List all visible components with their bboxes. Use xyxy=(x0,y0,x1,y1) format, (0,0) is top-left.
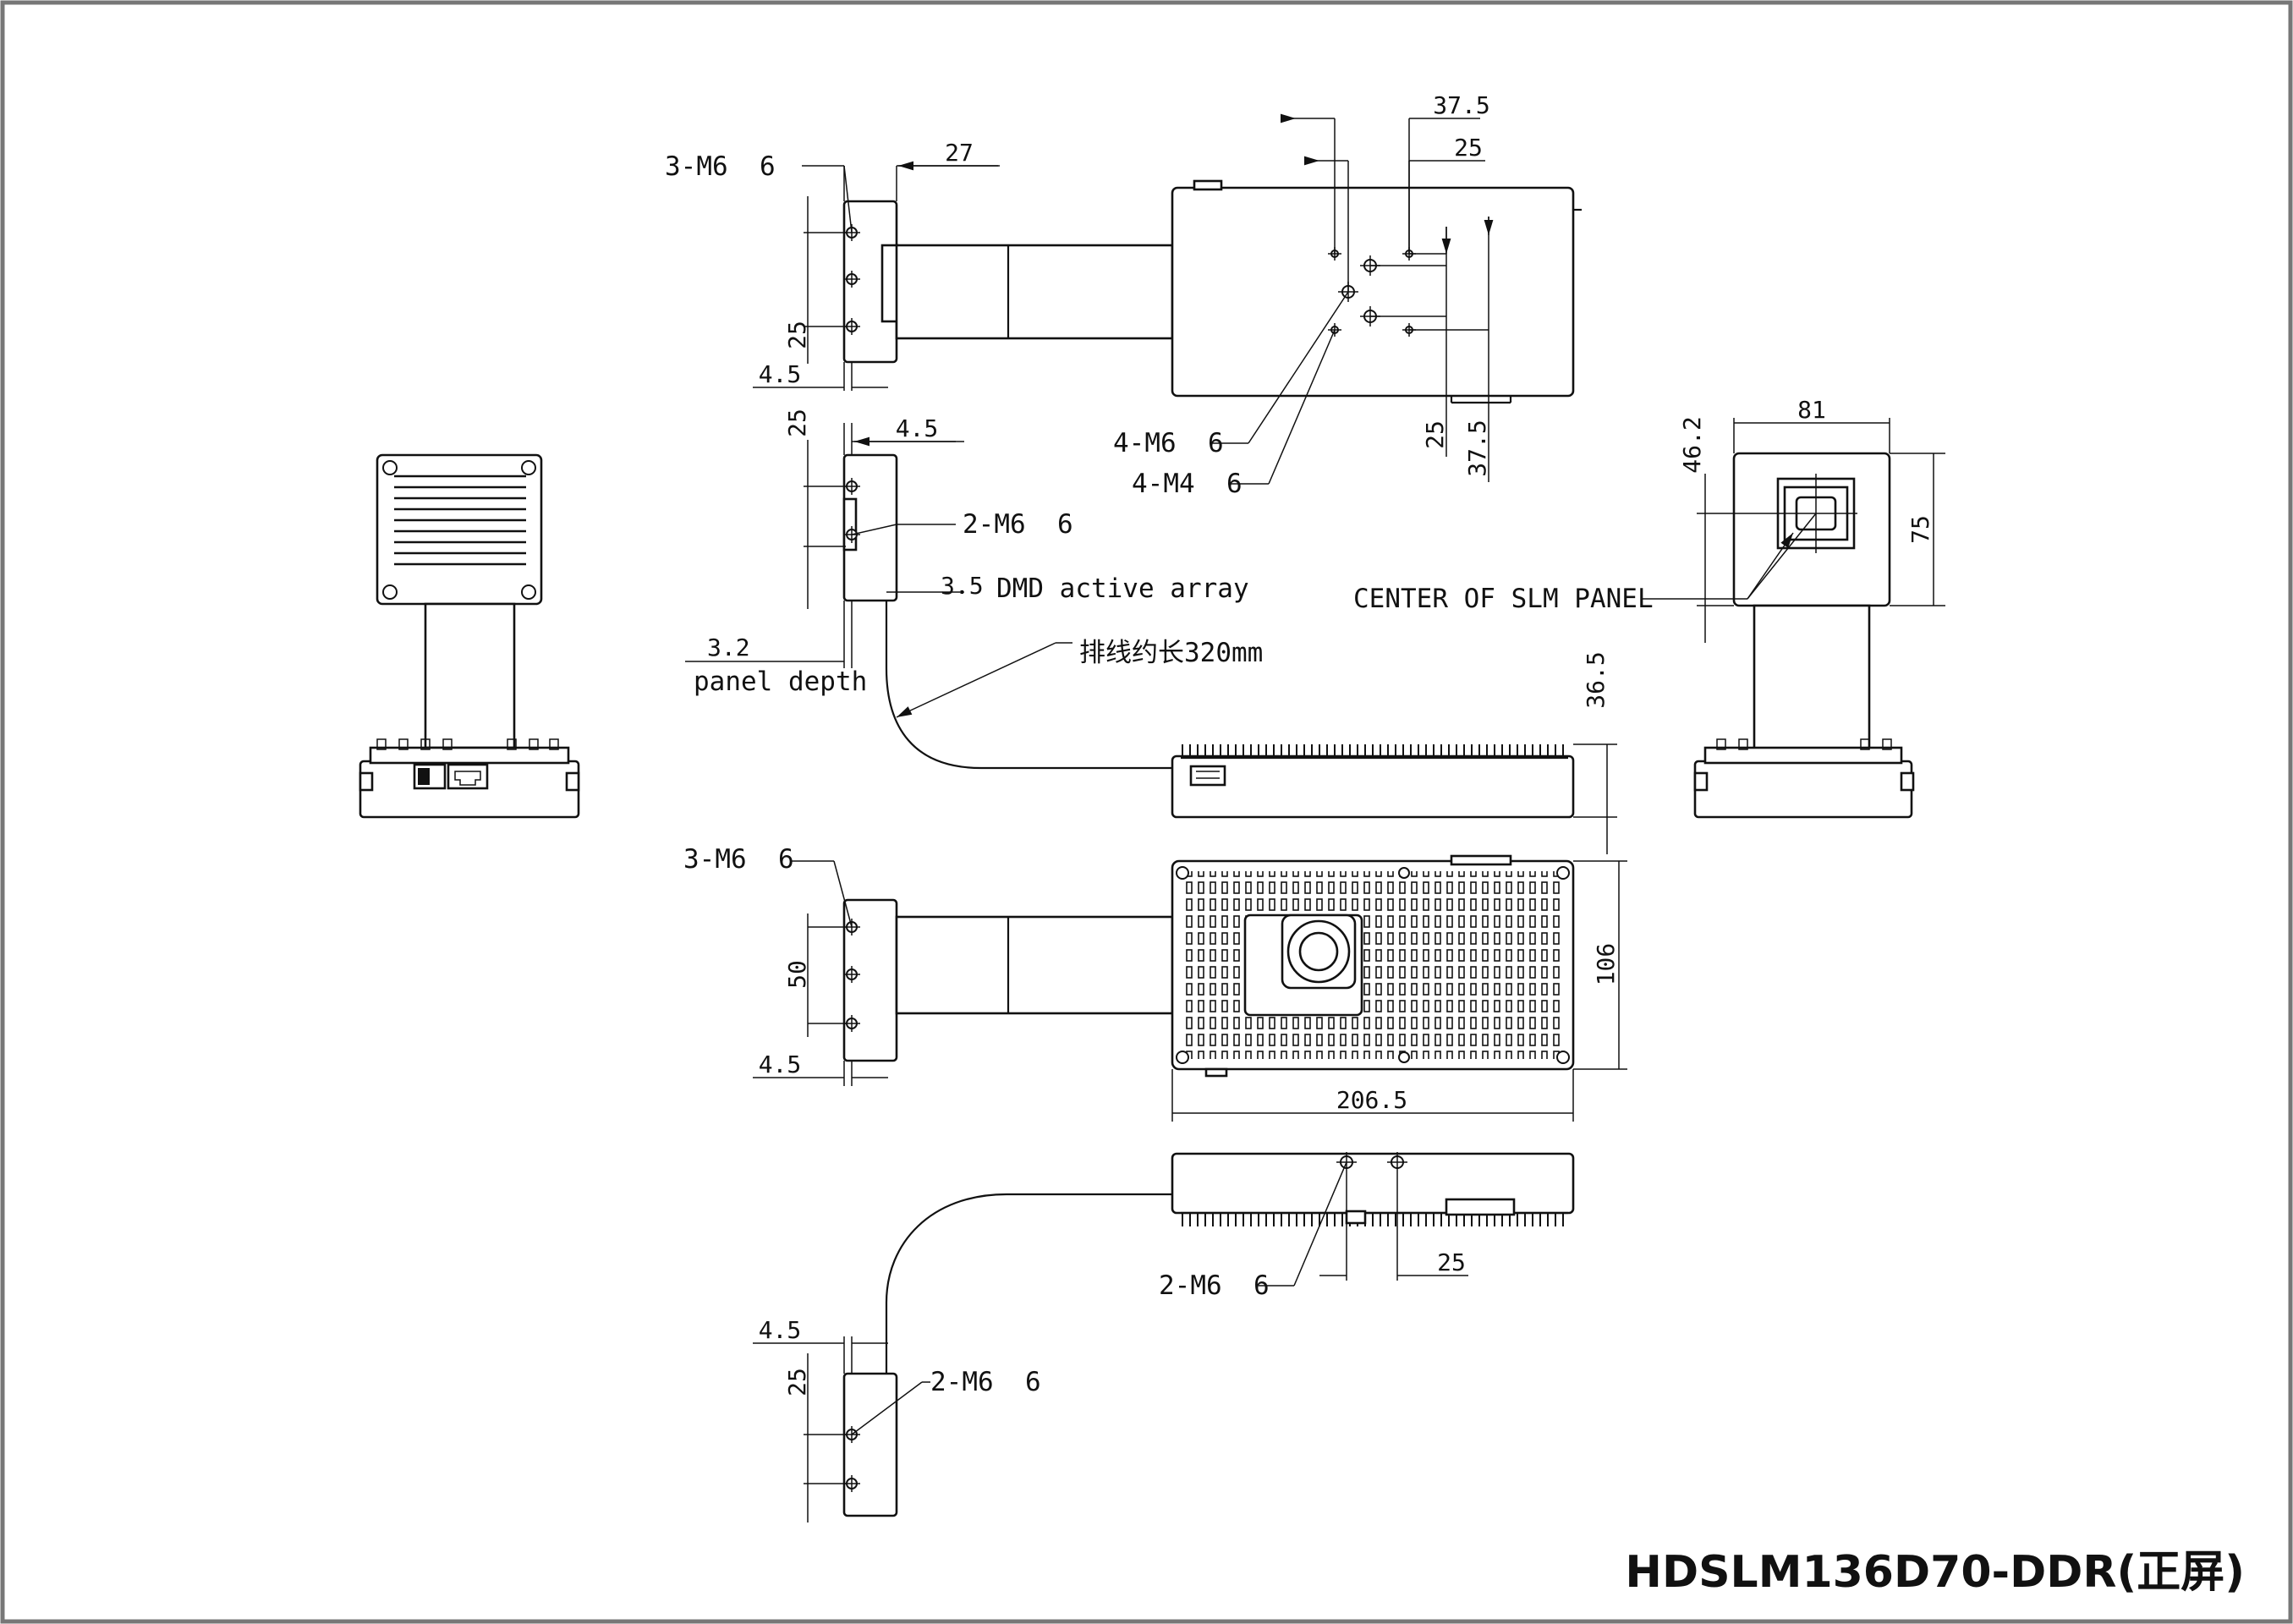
dim-462: 46.2 xyxy=(1678,416,1706,473)
dim-25-left-top: 25 xyxy=(783,321,811,349)
slm-center-label: CENTER OF SLM PANEL xyxy=(1353,584,1654,614)
holes-m4-label: 4-M4 6 xyxy=(1132,469,1242,499)
top-view xyxy=(753,113,1582,485)
thread-callout-bottom-left: 2-M6 6 xyxy=(930,1367,1041,1397)
dim-81: 81 xyxy=(1797,396,1826,424)
dim-2065: 206.5 xyxy=(1336,1086,1407,1114)
thread-callout-bottom: 2-M6 6 xyxy=(1159,1270,1270,1301)
panel-depth-label: panel depth xyxy=(694,667,867,697)
thread-callout-top-left: 3-M6 6 xyxy=(665,151,776,182)
dim-375-top: 37.5 xyxy=(1433,91,1489,119)
dmd-active-array-label: DMD active array xyxy=(996,573,1249,604)
dim-32: 3.2 xyxy=(707,634,750,661)
plan-view xyxy=(753,854,1627,1122)
dim-50: 50 xyxy=(783,960,811,989)
dim-25-bottom-left: 25 xyxy=(783,1368,811,1396)
dim-75: 75 xyxy=(1906,515,1934,544)
dim-25-top: 25 xyxy=(1454,134,1483,162)
dim-27: 27 xyxy=(945,139,974,167)
dim-25-side: 25 xyxy=(783,409,811,437)
dim-25-bottom: 25 xyxy=(1437,1248,1466,1276)
dim-45-plan: 4.5 xyxy=(759,1051,802,1078)
dim-45-bottom: 4.5 xyxy=(759,1316,802,1344)
front-view-left xyxy=(359,453,580,819)
dim-365: 36.5 xyxy=(1582,651,1610,708)
drawing-title: HDSLM136D70-DDR(正屏) xyxy=(1625,1547,2245,1598)
dim-106: 106 xyxy=(1592,943,1620,986)
thread-callout-side: 2-M6 6 xyxy=(963,509,1073,540)
dim-45-side: 4.5 xyxy=(896,414,939,442)
dim-35: 3.5 xyxy=(941,572,984,600)
dim-375-right-top: 37.5 xyxy=(1463,420,1491,476)
holes-m6-label: 4-M6 6 xyxy=(1113,428,1224,458)
right-view xyxy=(1641,418,1945,819)
cable-length-label: 排线约长320mm xyxy=(1079,638,1263,668)
thread-callout-plan: 3-M6 6 xyxy=(683,844,794,875)
side-view xyxy=(685,423,1617,854)
dim-25-right-top: 25 xyxy=(1421,420,1449,449)
dim-45-left-top: 4.5 xyxy=(759,360,802,388)
bottom-view xyxy=(753,1152,1575,1522)
